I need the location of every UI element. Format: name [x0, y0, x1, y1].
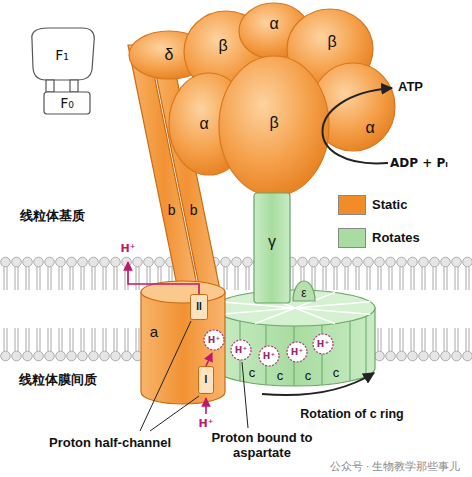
part-label-box: F₁ [55, 47, 69, 63]
subunit-label: c [249, 366, 256, 381]
leader-line [242, 362, 248, 428]
product-label-box: ATP [398, 80, 423, 95]
subunit-label-box: c [277, 369, 284, 384]
subunit-label: a [150, 323, 158, 340]
proton-path [206, 353, 212, 366]
proton-label-box: H⁺ [198, 418, 213, 431]
region-label-box: 线粒体膜间质 [19, 373, 97, 388]
synthesis-arrow [322, 88, 392, 163]
proton-label: H⁺ [120, 243, 135, 256]
callout-label: Proton bound to aspartate [201, 431, 323, 461]
legend-item: Rotates [338, 228, 420, 248]
leader-line [140, 321, 191, 431]
proton-site: H⁺ [230, 339, 252, 361]
subunit-label: I [205, 374, 208, 386]
callout-label: Rotation of c ring [300, 407, 403, 421]
subunit-label: b [190, 202, 198, 218]
rotation-arrow [262, 373, 374, 395]
proton-path [205, 398, 207, 414]
product-label: ATP [398, 80, 423, 95]
callout-label-box: Proton bound to aspartate [201, 431, 323, 461]
subunit-label: α [199, 115, 208, 133]
f1-f0-icon [32, 28, 94, 114]
part-label: F₀ [60, 95, 74, 111]
site-circle [204, 330, 224, 350]
subunit-label: c [333, 366, 340, 381]
legend-label: Rotates [372, 231, 420, 246]
beta-subunit: β [218, 55, 330, 197]
watermark: 公众号 · 生物教学那些事儿 [330, 460, 461, 473]
subunit-label: H⁺ [208, 335, 220, 345]
region-label: 线粒体基质 [20, 209, 85, 224]
proton-site: H⁺ [258, 345, 280, 367]
legend-item: Static [338, 195, 407, 215]
site-circle [287, 342, 307, 362]
subunit-label: H⁺ [263, 351, 275, 361]
subunit-label-box: c [249, 366, 256, 381]
subunit-label: γ [268, 233, 276, 251]
subunit-label: β [327, 33, 336, 51]
epsilon-shape [293, 281, 315, 301]
part-label: F₁ [55, 47, 69, 63]
site-circle [259, 346, 279, 366]
subunit-label: ε [301, 287, 306, 301]
site-circle [313, 334, 333, 354]
subunit-label: b [168, 202, 176, 218]
subunit-label-box: c [333, 366, 340, 381]
leader-line [150, 396, 199, 431]
subunit-shape [219, 56, 329, 196]
subunit-label: c [305, 369, 312, 384]
proton-path [128, 262, 199, 294]
region-label-box: 线粒体基质 [20, 209, 85, 224]
subunit-label: H⁺ [291, 347, 303, 357]
region-label: 线粒体膜间质 [19, 373, 97, 388]
subunit-label: H⁺ [235, 345, 247, 355]
legend-swatch [338, 228, 366, 248]
proton-label-box: H⁺ [120, 243, 135, 256]
subunit-label: α [365, 119, 374, 137]
proton-site: H⁺ [203, 329, 225, 351]
subunit-label: β [218, 37, 227, 55]
cylinder-shape [141, 281, 225, 404]
proton-half-channel: II [190, 294, 208, 320]
site-circle [231, 340, 251, 360]
proton-site: H⁺ [286, 341, 308, 363]
subunit-label: δ [165, 46, 174, 64]
channel-shape [199, 367, 214, 394]
watermark-box: 公众号 · 生物教学那些事儿 [330, 460, 461, 473]
callout-label-box: Rotation of c ring [300, 407, 403, 421]
subunit-label: α [269, 15, 278, 33]
legend-label: Static [372, 198, 407, 213]
c-ring [215, 290, 375, 386]
lipid-bilayer [0, 252, 472, 362]
legend-swatch [338, 195, 366, 215]
substrate-label: ADP + Pᵢ [390, 157, 448, 171]
callout-label-box: Proton half-channel [49, 436, 171, 451]
channel-shape [191, 295, 208, 320]
subunit-label: c [277, 369, 284, 384]
proton-label: H⁺ [198, 418, 213, 431]
subunit-label: II [196, 301, 202, 313]
subunit-label-box: c [305, 369, 312, 384]
epsilon-subunit: ε [292, 280, 316, 302]
gamma-shape [254, 193, 290, 303]
substrate-label-box: ADP + Pᵢ [390, 157, 448, 171]
subunit-label: H⁺ [317, 339, 329, 349]
proton-half-channel: I [198, 366, 214, 394]
gamma-subunit: γ [253, 192, 291, 304]
part-label-box: F₀ [60, 95, 74, 111]
proton-site: H⁺ [312, 333, 334, 355]
subunit-label: β [269, 114, 278, 132]
callout-label: Proton half-channel [49, 436, 171, 451]
